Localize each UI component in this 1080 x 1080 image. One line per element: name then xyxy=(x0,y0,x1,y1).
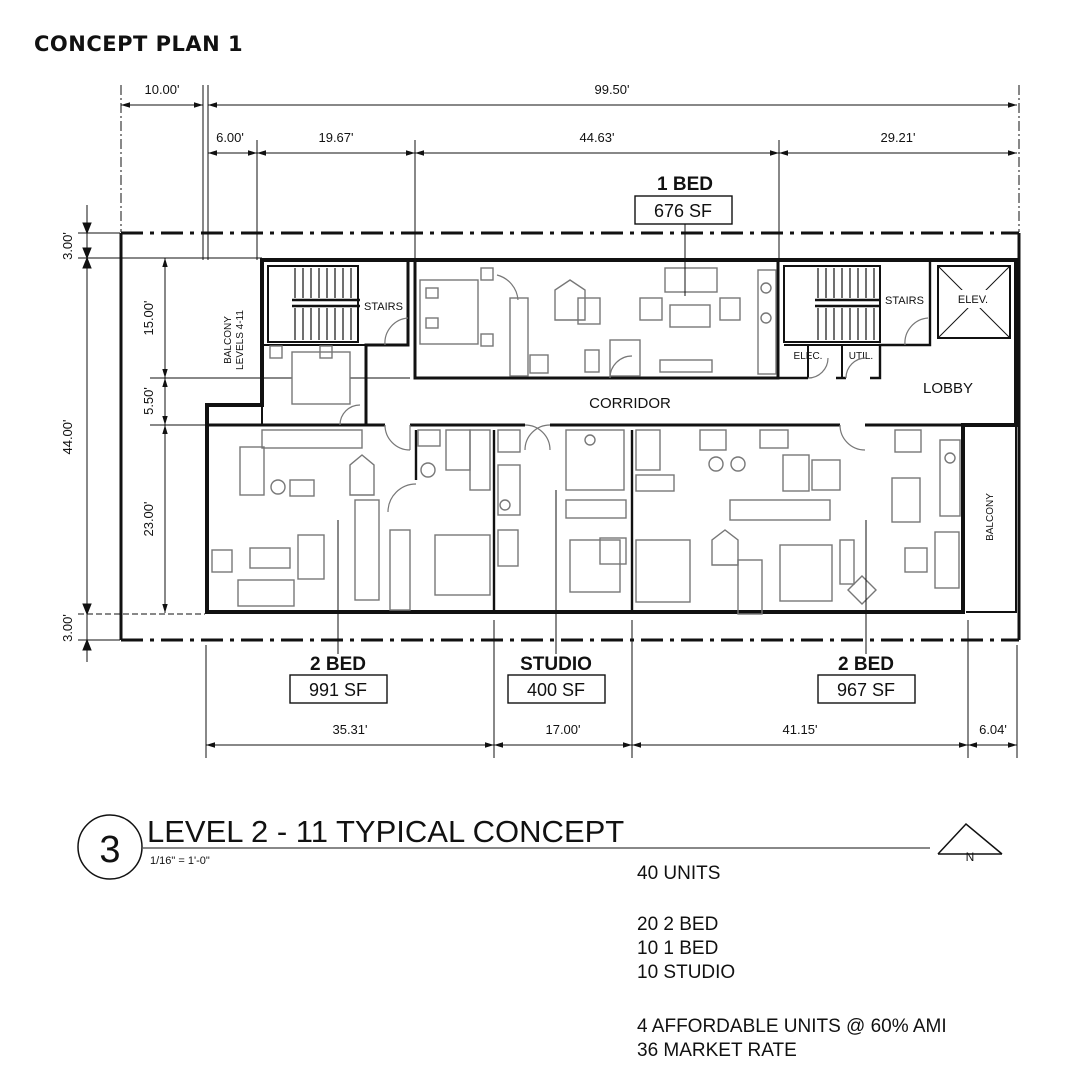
dim-label: 6.00' xyxy=(216,130,244,145)
utility-room-label: UTIL. xyxy=(849,351,873,362)
summary-mix-2bed: 20 2 BED xyxy=(637,914,719,935)
property-line xyxy=(119,231,1021,642)
dim-label: 19.67' xyxy=(318,130,353,145)
summary-market-rate: 36 MARKET RATE xyxy=(637,1040,797,1061)
dim-label: 41.15' xyxy=(782,722,817,737)
unit-2bed-right-furniture xyxy=(635,429,961,615)
unit-tag-2bed-right: 2 BED 967 SF xyxy=(817,520,916,704)
north-arrow: N xyxy=(937,822,1003,864)
electrical-room-label: ELEC. xyxy=(794,351,823,362)
balcony-left-label-line1: BALCONY xyxy=(223,316,234,364)
unit-area-box xyxy=(507,674,606,704)
stair-right xyxy=(783,265,929,346)
unit-area-label: 400 SF xyxy=(527,680,585,700)
door-swings xyxy=(339,274,867,513)
page-title: CONCEPT PLAN 1 xyxy=(34,32,244,56)
unit-type-label: 1 BED xyxy=(657,174,713,195)
drawing-number: 3 xyxy=(99,829,120,871)
dim-label: 15.00' xyxy=(141,300,156,335)
stairs-right-label: STAIRS xyxy=(885,295,924,307)
drawing-title-block: 3 LEVEL 2 - 11 TYPICAL CONCEPT 1/16" = 1… xyxy=(77,814,930,880)
stair-left xyxy=(267,265,409,346)
dim-label: 44.00' xyxy=(60,419,75,454)
stairs-left-label: STAIRS xyxy=(364,301,403,313)
unit-studio-furniture xyxy=(497,429,627,593)
dim-label: 23.00' xyxy=(141,501,156,536)
dim-label: 99.50' xyxy=(594,82,629,97)
dim-label: 3.00' xyxy=(60,232,75,260)
unit-tag-2bed-left: 2 BED 991 SF xyxy=(289,520,388,704)
unit-type-label: STUDIO xyxy=(520,654,592,675)
unit-area-box xyxy=(289,674,388,704)
balcony-left-label-line2: LEVELS 4-11 xyxy=(235,310,246,370)
unit-area-label: 991 SF xyxy=(309,680,367,700)
dim-label: 6.04' xyxy=(979,722,1007,737)
unit-tag-1bed: 1 BED 676 SF xyxy=(634,174,733,296)
unit-tag-studio: STUDIO 400 SF xyxy=(507,490,606,704)
corridor-label: CORRIDOR xyxy=(589,395,671,412)
building-walls xyxy=(205,258,1018,614)
dim-label: 29.21' xyxy=(880,130,915,145)
top-dimensions xyxy=(120,85,1020,260)
unit-area-label: 967 SF xyxy=(837,680,895,700)
dim-label: 35.31' xyxy=(332,722,367,737)
elevator-label: ELEV. xyxy=(958,294,988,306)
left-dimensions xyxy=(78,205,410,662)
north-arrow-label: N xyxy=(966,850,975,864)
lobby-label: LOBBY xyxy=(923,380,973,397)
dim-label: 5.50' xyxy=(141,387,156,415)
bottom-dimensions xyxy=(205,620,1018,758)
unit-2bed-left-furniture xyxy=(211,345,491,611)
unit-area-box xyxy=(634,195,733,225)
unit-1bed-furniture xyxy=(419,267,777,377)
summary-total-units: 40 UNITS xyxy=(637,863,721,884)
drawing-number-bubble xyxy=(77,814,143,880)
unit-area-box xyxy=(817,674,916,704)
balcony-right-label: BALCONY xyxy=(985,493,996,541)
drawing-title: LEVEL 2 - 11 TYPICAL CONCEPT xyxy=(147,814,624,849)
dim-label: 3.00' xyxy=(60,614,75,642)
unit-type-label: 2 BED xyxy=(310,654,366,675)
dim-label: 17.00' xyxy=(545,722,580,737)
drawing-scale: 1/16" = 1'-0" xyxy=(150,855,210,867)
summary-mix-1bed: 10 1 BED xyxy=(637,938,719,959)
dim-label: 10.00' xyxy=(144,82,179,97)
summary-mix-studio: 10 STUDIO xyxy=(637,962,736,983)
dim-label: 44.63' xyxy=(579,130,614,145)
unit-area-label: 676 SF xyxy=(654,201,712,221)
summary-affordable: 4 AFFORDABLE UNITS @ 60% AMI xyxy=(637,1016,947,1037)
unit-type-label: 2 BED xyxy=(838,654,894,675)
